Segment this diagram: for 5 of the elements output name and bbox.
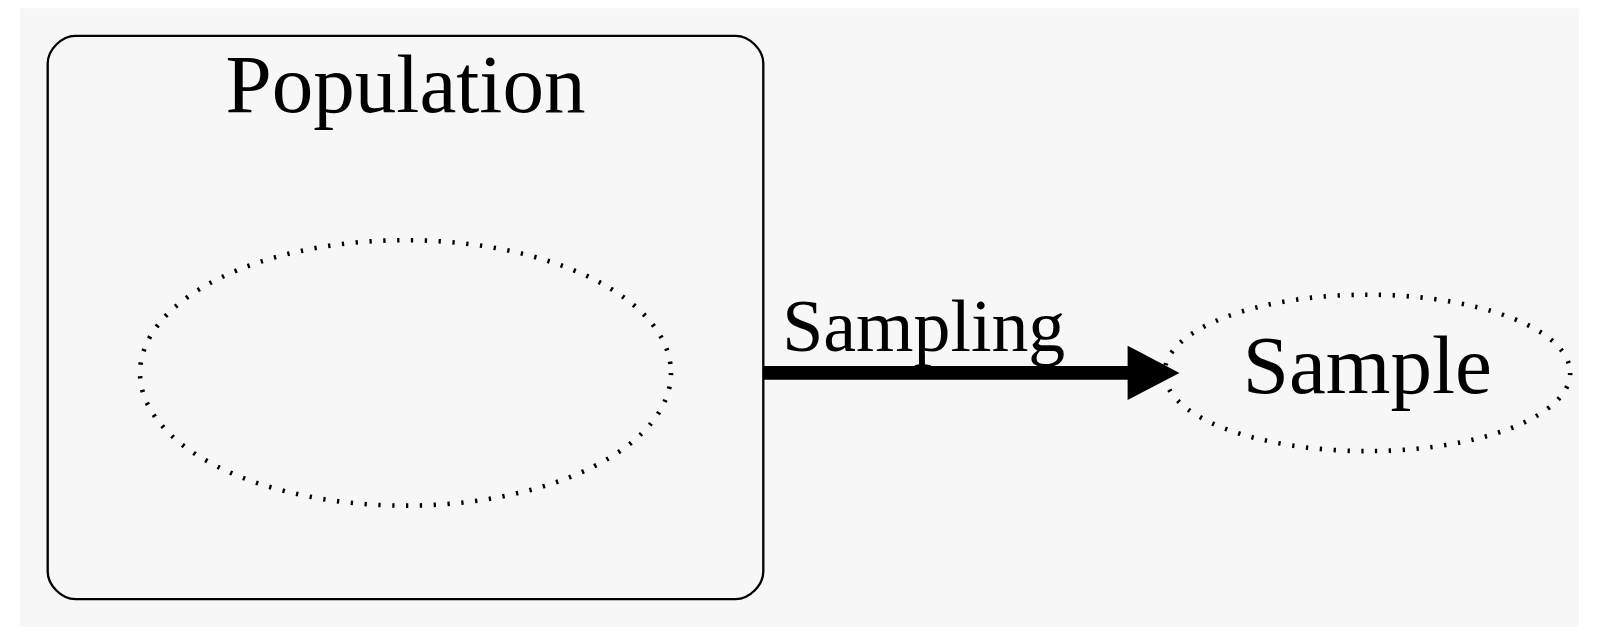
arrow [763, 345, 1180, 401]
edge-label: Sampling [782, 285, 1066, 368]
node-ellipse [137, 237, 674, 508]
node-ellipse: Sample [1162, 292, 1573, 454]
cluster: Population [46, 34, 765, 601]
